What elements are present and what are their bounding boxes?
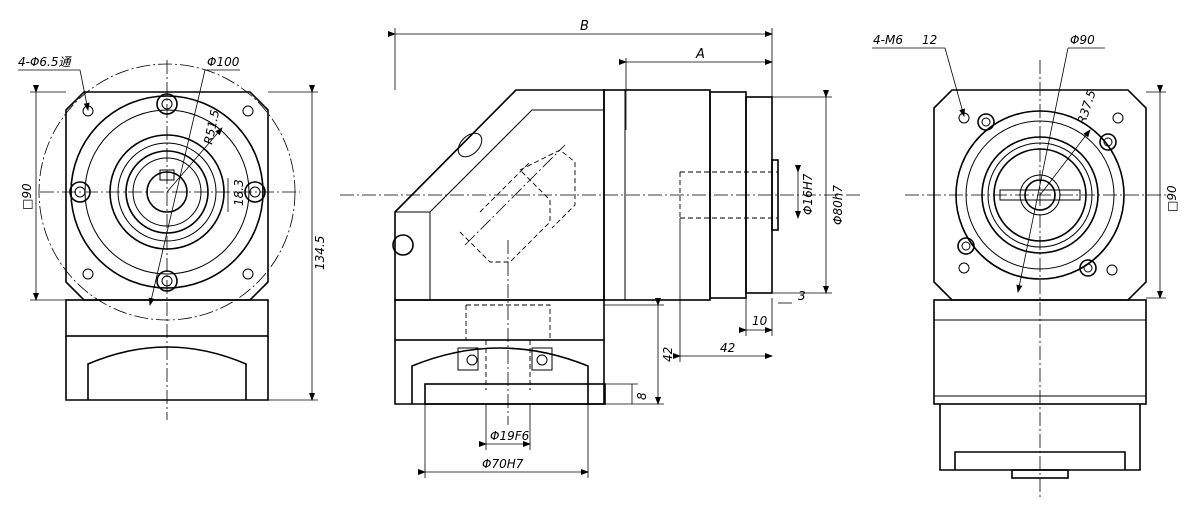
rear-view: 4-M6 12 Φ90 R37.5 □90: [872, 33, 1179, 500]
side-center-height: 42: [661, 347, 675, 362]
rear-threads-label: 4-M6: [873, 33, 903, 47]
front-view: 4-Φ6.5通 Φ100 R51.5 18.3 □90 134.5: [18, 55, 327, 420]
side-shaft-len: 42: [720, 341, 735, 355]
side-output-bore: Φ19F6: [490, 429, 530, 443]
front-pcd-label: Φ100: [207, 55, 240, 69]
front-square-label: □90: [20, 183, 34, 210]
front-height-label: 134.5: [313, 236, 327, 270]
side-step-len: 10: [752, 314, 768, 328]
side-view: B A Φ16H7 Φ80h7 3 10 42 42 8 Φ19F6 Φ70H7: [340, 19, 860, 478]
side-flange-thk: 3: [798, 289, 806, 303]
rear-pcd-label: Φ90: [1070, 33, 1095, 47]
rear-square-label: □90: [1165, 185, 1179, 212]
side-pilot-label: Φ80h7: [831, 185, 845, 225]
rear-radius-label: R37.5: [1075, 88, 1099, 126]
rear-bolt-holes: [957, 112, 1124, 277]
side-spigot-depth: 8: [635, 392, 649, 400]
side-length-b: B: [580, 19, 589, 34]
front-keyway-label: 18.3: [232, 179, 246, 206]
front-holes-label: 4-Φ6.5通: [18, 55, 72, 69]
front-radius-label: R51.5: [201, 108, 222, 145]
side-length-a: A: [695, 47, 705, 62]
rear-thread-depth: 12: [922, 33, 937, 47]
side-output-pilot: Φ70H7: [482, 457, 524, 471]
side-bore-label: Φ16H7: [801, 173, 815, 215]
